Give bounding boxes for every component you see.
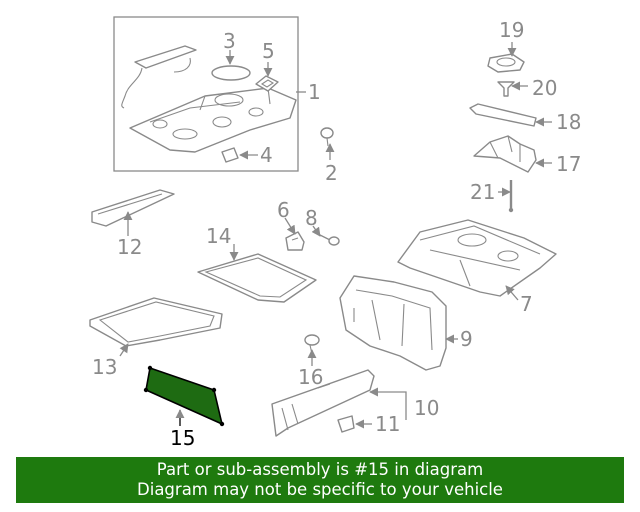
callout-9: 9 [460, 327, 473, 351]
callout-1: 1 [308, 80, 321, 104]
callout-13: 13 [92, 355, 117, 379]
banner-line-2: Diagram may not be specific to your vehi… [137, 480, 503, 499]
part-2-retainer[interactable] [320, 127, 334, 147]
callout-10: 10 [414, 396, 439, 420]
part-9-trunk-trim[interactable] [339, 275, 447, 371]
callout-21: 21 [470, 180, 495, 204]
callout-3: 3 [223, 29, 236, 53]
part-5-clip[interactable] [255, 75, 279, 92]
part-19-cover[interactable] [487, 53, 525, 73]
callout-17: 17 [556, 152, 581, 176]
callout-14: 14 [206, 224, 231, 248]
part-15-panel-highlighted[interactable] [143, 365, 225, 427]
callout-12: 12 [117, 235, 142, 259]
callout-8: 8 [305, 206, 318, 230]
part-1-wire-harness[interactable] [121, 45, 197, 109]
callout-6: 6 [277, 198, 290, 222]
part-14-mat[interactable] [197, 253, 317, 303]
part-6-clip[interactable] [285, 231, 305, 251]
part-17-bracket[interactable] [473, 135, 537, 173]
inset-frame [113, 16, 299, 172]
callout-7: 7 [520, 292, 533, 316]
callout-19: 19 [499, 18, 524, 42]
callout-4: 4 [260, 143, 273, 167]
part-16-fastener[interactable] [304, 334, 320, 355]
part-8-fastener[interactable] [317, 233, 340, 246]
info-banner: Part or sub-assembly is #15 in diagram D… [16, 457, 624, 503]
callout-labels: 1 2 3 4 5 6 7 8 9 10 11 12 13 14 15 16 1… [92, 18, 581, 450]
part-3-cap[interactable] [211, 65, 251, 81]
banner-line-1: Part or sub-assembly is #15 in diagram [156, 460, 484, 479]
callout-20: 20 [532, 76, 557, 100]
part-11-clip[interactable] [337, 415, 355, 433]
callout-18: 18 [556, 110, 581, 134]
callout-2: 2 [325, 161, 338, 185]
callout-15: 15 [170, 426, 195, 450]
part-7-rear-panel[interactable] [397, 219, 557, 297]
part-4-bracket[interactable] [221, 147, 239, 163]
part-18-reinforcement[interactable] [469, 103, 537, 127]
part-21-bolt[interactable] [508, 180, 514, 213]
part-13-floor-mat[interactable] [89, 297, 223, 347]
part-1-shelf-panel[interactable] [129, 87, 297, 153]
leader-lines [119, 42, 552, 429]
callout-11: 11 [375, 412, 400, 436]
callout-16: 16 [298, 365, 323, 389]
part-20-pin[interactable] [497, 81, 515, 97]
part-12-trim[interactable] [91, 189, 175, 227]
callout-5: 5 [262, 39, 275, 63]
